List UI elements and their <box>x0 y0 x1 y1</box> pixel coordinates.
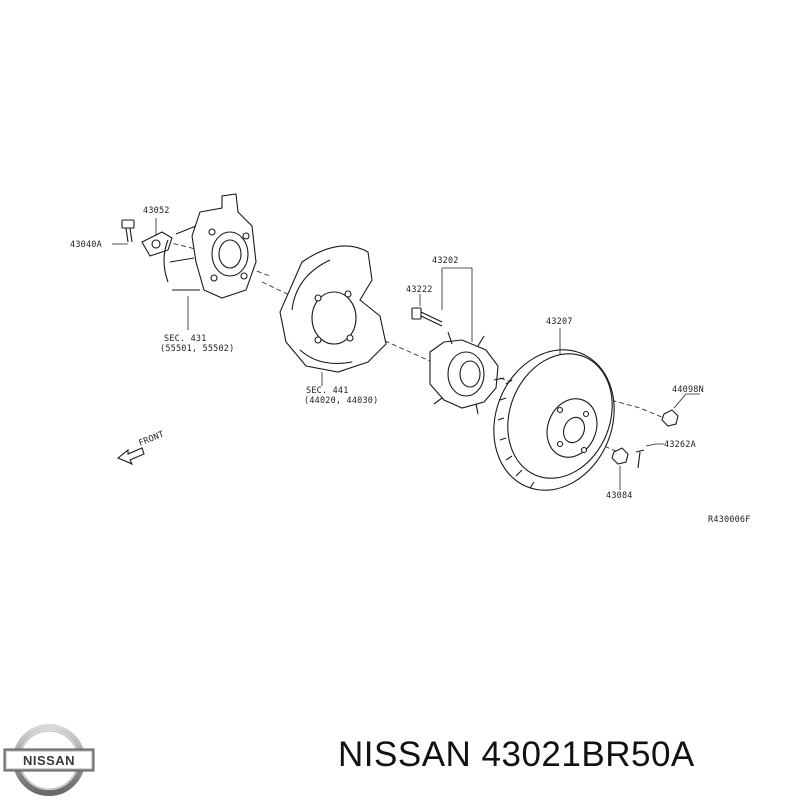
nut-43084 <box>611 447 629 490</box>
drawing-code: R430006F <box>708 515 751 525</box>
front-arrow <box>116 447 145 466</box>
nissan-logo: NISSAN <box>3 724 95 796</box>
hub-assembly-43202 <box>429 267 505 415</box>
label-sec431-line2: (55501, 55502) <box>160 344 234 354</box>
label-front: FRONT <box>137 430 165 449</box>
brake-disc-43207 <box>493 328 615 491</box>
nut-44098n <box>661 393 700 427</box>
label-sec431-line1: SEC. 431 <box>164 334 207 344</box>
label-43084: 43084 <box>606 491 633 501</box>
label-44098n: 44098N <box>672 385 704 395</box>
part-number-caption: NISSAN 43021BR50A <box>338 735 695 774</box>
label-43222: 43222 <box>406 285 433 295</box>
label-sec441-line2: (44020, 44030) <box>304 396 378 406</box>
label-43207: 43207 <box>546 317 573 327</box>
dust-shield <box>279 245 387 386</box>
logo-wordmark: NISSAN <box>23 753 75 768</box>
bolt-43040a <box>112 219 135 245</box>
bolt-43222 <box>411 294 443 327</box>
sensor-bracket-43052 <box>141 218 173 257</box>
label-43040a: 43040A <box>70 240 102 250</box>
knuckle-housing <box>163 193 257 330</box>
label-sec441-line1: SEC. 441 <box>306 386 349 396</box>
label-43052: 43052 <box>143 206 170 216</box>
label-43262a: 43262A <box>664 440 696 450</box>
label-43202: 43202 <box>432 256 459 266</box>
pin-43262a <box>635 443 664 469</box>
